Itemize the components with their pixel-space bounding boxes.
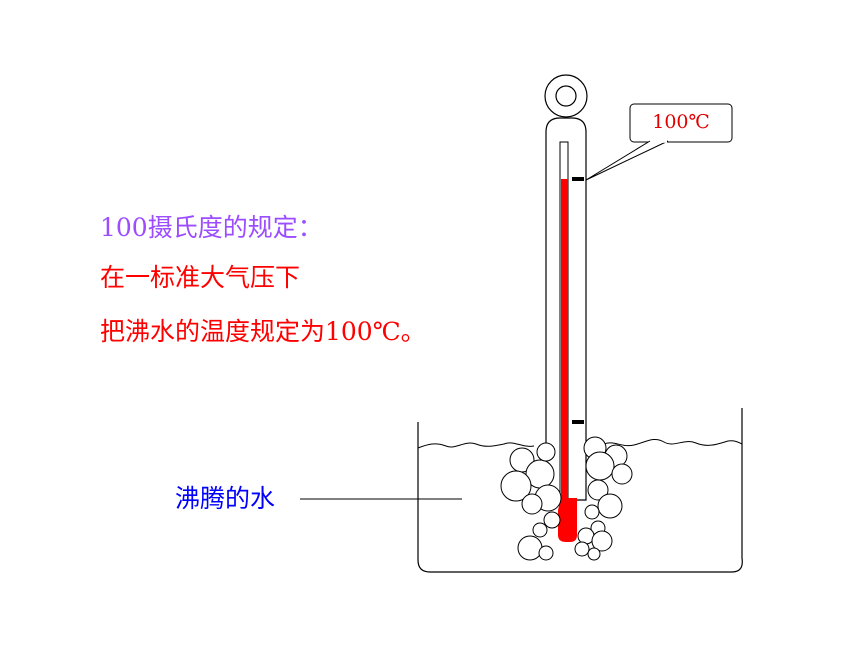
beaker (417, 408, 743, 573)
water-surface (417, 439, 743, 449)
callout-100-label: 100℃ (652, 111, 710, 133)
tick-0-mark (572, 420, 584, 424)
bubble (532, 522, 548, 538)
definition-line-1: 在一标准大气压下 (100, 263, 301, 292)
thermometer (544, 74, 588, 542)
definition-heading: 100摄氏度的规定： (100, 213, 323, 242)
bubble (611, 463, 633, 485)
bubble (587, 547, 601, 561)
mercury-column (561, 179, 568, 515)
boiling-water-label: 沸腾的水 (175, 484, 276, 513)
bubble (585, 451, 615, 481)
beaker-left-wall (417, 422, 431, 573)
bubble (521, 493, 543, 515)
bubble (517, 535, 543, 561)
callout-100 (585, 103, 733, 181)
bubble (591, 530, 613, 552)
bubble (597, 493, 623, 519)
bubble (587, 479, 609, 501)
thermometer-hanger-hole (555, 85, 577, 107)
tick-100-mark (572, 177, 584, 181)
bubble (536, 442, 556, 462)
callout-box (629, 103, 733, 143)
callout-pointer (585, 140, 669, 181)
mercury-bulb (558, 498, 577, 542)
bubble (538, 545, 554, 561)
beaker-right-wall (731, 408, 743, 573)
bubble (584, 504, 600, 520)
definition-line-2: 把沸水的温度规定为100℃。 (100, 317, 426, 346)
bubbles (500, 436, 633, 561)
bubble (500, 470, 532, 502)
bubble (574, 541, 590, 557)
bubble (543, 511, 561, 529)
